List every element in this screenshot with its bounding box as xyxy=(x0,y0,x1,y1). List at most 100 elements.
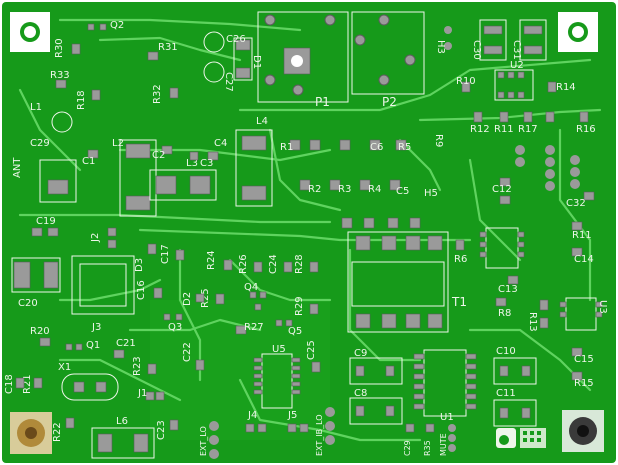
label-c14: C14 xyxy=(574,254,594,265)
label-c18: C18 xyxy=(4,374,15,394)
resistor-r25: R25 xyxy=(200,288,225,308)
capacitor-c17: C17 xyxy=(160,244,185,264)
label-h5: H5 xyxy=(424,188,438,199)
transistor-q5: Q5 xyxy=(275,319,302,337)
connector-p2: P2 xyxy=(351,11,425,109)
capacitor-c27: C27 xyxy=(203,61,234,92)
transistor-q4: Q4 xyxy=(244,282,267,311)
label-r4: R4 xyxy=(368,184,381,195)
mounting-hole-bottom-right xyxy=(562,410,604,452)
resistor-r31: R31 xyxy=(147,42,178,61)
label-c20: C20 xyxy=(18,298,38,309)
capacitor-c24: C24 xyxy=(268,254,293,274)
label-c12: C12 xyxy=(492,184,512,195)
label-r14: R14 xyxy=(556,82,576,93)
crystal-x1: X1 xyxy=(58,362,119,401)
label-ant-group: ANT xyxy=(12,157,23,178)
transistor-q1: Q1 xyxy=(65,340,100,351)
label-r35: R35 xyxy=(423,440,432,456)
resistor-r11b: R11 xyxy=(571,221,592,241)
label-c13: C13 xyxy=(498,284,518,295)
ic-u5: U5 xyxy=(253,344,301,409)
label-r16: R16 xyxy=(576,124,596,135)
ic-u3: U3 xyxy=(559,297,608,331)
label-c3: C3 xyxy=(200,158,213,169)
diode-d2: D2 xyxy=(182,292,205,306)
label-c8: C8 xyxy=(354,388,367,399)
resistor-r27: R27 xyxy=(235,322,264,335)
label-r1: R1 xyxy=(280,142,293,153)
capacitor-c9: C9 xyxy=(349,348,403,385)
resistor-r15: R15 xyxy=(571,371,594,389)
resistor-r23: R23 xyxy=(132,356,157,376)
inductor-l4: L4 xyxy=(235,116,273,207)
label-r32: R32 xyxy=(152,84,163,104)
capacitor-c21: C21 xyxy=(113,338,136,359)
label-j1: J1 xyxy=(137,388,147,399)
label-r28: R28 xyxy=(294,254,305,274)
label-r11-lower: R11 xyxy=(572,230,592,241)
label-ant: ANT xyxy=(12,157,23,178)
resistor-bank-top-right: R10 R12 R11 R17 R16 R14 R9 xyxy=(433,76,596,147)
label-c22: C22 xyxy=(182,342,193,362)
label-l4: L4 xyxy=(256,116,268,127)
ic-u4 xyxy=(479,227,525,269)
capacitor-c11: C11 xyxy=(493,388,537,427)
resistor-r13: R13 xyxy=(527,299,549,332)
label-u2: U2 xyxy=(510,60,524,71)
resistor-cluster-middle: R1 R2 R3 R4 R5 C5 C6 H5 xyxy=(280,139,438,229)
resistor-r32: R32 xyxy=(152,84,179,104)
label-c24: C24 xyxy=(268,254,279,274)
label-c9: C9 xyxy=(354,348,367,359)
label-r6: R6 xyxy=(454,254,467,265)
capacitor-c23: C23 xyxy=(156,419,179,440)
connector-p1: P1 xyxy=(257,11,349,109)
label-r9: R9 xyxy=(433,134,444,147)
capacitor-c29-top: C29 xyxy=(30,111,73,149)
label-p1: P1 xyxy=(315,95,330,109)
header-j2: J2 xyxy=(90,227,117,249)
transistor-q2: Q2 xyxy=(87,20,124,31)
label-q1: Q1 xyxy=(86,340,100,351)
label-t1: T1 xyxy=(451,295,467,309)
capacitor-c20: C20 xyxy=(11,257,61,309)
label-c16: C16 xyxy=(136,280,147,300)
label-c21: C21 xyxy=(116,338,136,349)
resistor-r30: R30 xyxy=(54,38,81,58)
label-r33: R33 xyxy=(50,70,70,81)
label-r31: R31 xyxy=(158,42,178,53)
label-c29-top: C29 xyxy=(30,138,50,149)
label-r17: R17 xyxy=(518,124,538,135)
label-r27: R27 xyxy=(244,322,264,333)
capacitor-c26: C26 xyxy=(203,31,246,53)
resistor-r24: R24 xyxy=(206,250,233,271)
capacitor-c14: C14 xyxy=(571,247,594,265)
resistor-r33: R33 xyxy=(50,70,70,89)
capacitor-c30: C30 xyxy=(471,19,507,61)
connector-ext-lo: EXT_LO xyxy=(199,421,219,459)
mounting-hole-top-right xyxy=(558,12,598,52)
label-r30: R30 xyxy=(54,38,65,58)
capacitor-c31: C31 xyxy=(511,19,547,61)
label-j4: J4 xyxy=(247,410,257,421)
capacitor-c25: C25 xyxy=(306,340,321,373)
label-r10: R10 xyxy=(456,76,476,87)
shield-can-j3: J3 xyxy=(71,255,135,333)
inductor-l3: L3 xyxy=(149,158,217,201)
label-c26: C26 xyxy=(226,34,246,45)
label-r3: R3 xyxy=(338,184,351,195)
resistor-r18: R18 xyxy=(76,89,101,110)
label-j2: J2 xyxy=(90,233,101,243)
testpoint-h3: H3 xyxy=(435,26,452,54)
header-mute: MUTE xyxy=(439,424,456,456)
capacitor-c15: C15 xyxy=(571,347,594,365)
label-q4: Q4 xyxy=(244,282,258,293)
resistor-r21: R21 xyxy=(22,374,43,394)
label-q5: Q5 xyxy=(288,326,302,337)
transformer-t1: T1 xyxy=(347,231,467,333)
label-r15: R15 xyxy=(574,378,594,389)
header-j5: J5 xyxy=(287,410,309,433)
header-j1: J1 xyxy=(137,388,165,401)
